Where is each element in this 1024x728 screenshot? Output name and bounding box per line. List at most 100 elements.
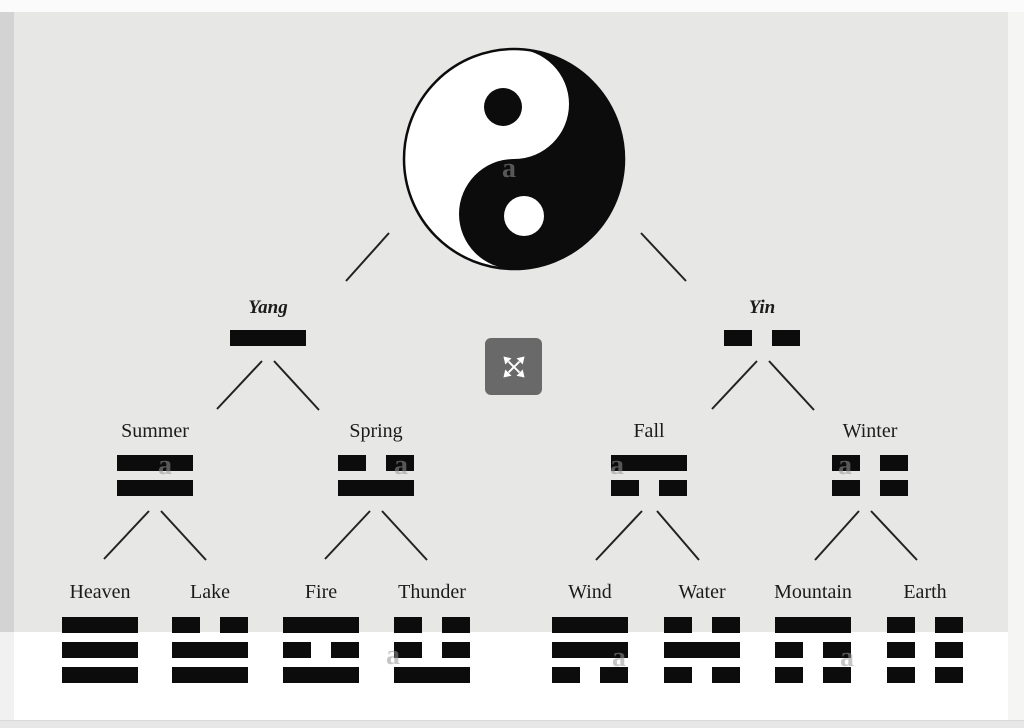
frame-top [0, 0, 1024, 12]
broken-line-segment [659, 480, 687, 496]
solid-line [172, 642, 248, 658]
yang-symbol [230, 330, 306, 346]
broken-line [664, 667, 740, 683]
broken-line [887, 642, 963, 658]
broken-line-segment [552, 667, 580, 683]
solid-line [338, 480, 414, 496]
solid-line [775, 617, 851, 633]
winter-symbol [832, 455, 908, 496]
broken-line-segment [775, 642, 803, 658]
broken-line [887, 667, 963, 683]
solid-line [283, 617, 359, 633]
solid-line [230, 330, 306, 346]
node-heaven: Heaven [40, 581, 160, 683]
broken-line-segment [611, 480, 639, 496]
node-earth: Earth [865, 581, 985, 683]
node-lake: Lake [150, 581, 270, 683]
node-lake-label: Lake [190, 581, 230, 603]
node-spring-label: Spring [349, 420, 403, 442]
node-fall: Fall [589, 420, 709, 496]
node-winter-label: Winter [842, 420, 898, 442]
broken-line [775, 642, 851, 658]
broken-line-segment [775, 667, 803, 683]
fullscreen-button[interactable] [485, 338, 542, 395]
node-earth-label: Earth [903, 581, 947, 603]
broken-line-segment [823, 667, 851, 683]
node-mountain-label: Mountain [774, 581, 852, 603]
broken-line-segment [823, 642, 851, 658]
yin-yang-icon [402, 47, 626, 271]
broken-line-segment [172, 617, 200, 633]
node-winter: Winter [810, 420, 930, 496]
node-yin: Yin [702, 296, 822, 346]
broken-line [394, 642, 470, 658]
broken-line-segment [935, 617, 963, 633]
broken-line-segment [442, 617, 470, 633]
node-mountain: Mountain [753, 581, 873, 683]
wind-trigram [552, 617, 628, 683]
broken-line-segment [880, 480, 908, 496]
node-water-label: Water [678, 581, 726, 603]
broken-line-segment [394, 617, 422, 633]
broken-line [887, 617, 963, 633]
node-wind-label: Wind [568, 581, 612, 603]
broken-line [283, 642, 359, 658]
broken-line-segment [712, 617, 740, 633]
broken-line [338, 455, 414, 471]
node-summer: Summer [95, 420, 215, 496]
lake-trigram [172, 617, 248, 683]
solid-line [117, 480, 193, 496]
heaven-trigram [62, 617, 138, 683]
broken-line-segment [832, 455, 860, 471]
broken-line-segment [386, 455, 414, 471]
water-trigram [664, 617, 740, 683]
node-wind: Wind [530, 581, 650, 683]
broken-line [724, 330, 800, 346]
broken-line-segment [600, 667, 628, 683]
expand-arrows-icon [502, 355, 525, 378]
node-thunder-label: Thunder [398, 581, 466, 603]
frame-left [0, 12, 14, 632]
solid-line [552, 642, 628, 658]
node-fire: Fire [261, 581, 381, 683]
node-yin-label: Yin [748, 297, 776, 318]
broken-line [394, 617, 470, 633]
solid-line [62, 667, 138, 683]
frame-right [1008, 12, 1024, 720]
broken-line-segment [935, 642, 963, 658]
broken-line [832, 455, 908, 471]
broken-line [664, 617, 740, 633]
broken-line [832, 480, 908, 496]
node-water: Water [642, 581, 762, 683]
node-spring: Spring [316, 420, 436, 496]
broken-line-segment [394, 642, 422, 658]
broken-line-segment [283, 642, 311, 658]
node-yang: Yang [208, 296, 328, 346]
spring-symbol [338, 455, 414, 496]
solid-line [117, 455, 193, 471]
broken-line-segment [772, 330, 800, 346]
solid-line [62, 617, 138, 633]
solid-line [62, 642, 138, 658]
broken-line-segment [887, 642, 915, 658]
broken-line [775, 667, 851, 683]
solid-line [664, 642, 740, 658]
fire-trigram [283, 617, 359, 683]
broken-line-segment [664, 667, 692, 683]
broken-line-segment [935, 667, 963, 683]
broken-line-segment [832, 480, 860, 496]
node-summer-label: Summer [121, 420, 189, 442]
broken-line [552, 667, 628, 683]
node-yang-label: Yang [248, 297, 288, 318]
mountain-trigram [775, 617, 851, 683]
summer-symbol [117, 455, 193, 496]
broken-line-segment [338, 455, 366, 471]
frame-left-lower [0, 632, 14, 720]
broken-line-segment [220, 617, 248, 633]
earth-trigram [887, 617, 963, 683]
solid-line [283, 667, 359, 683]
broken-line-segment [880, 455, 908, 471]
broken-line-segment [724, 330, 752, 346]
broken-line-segment [331, 642, 359, 658]
